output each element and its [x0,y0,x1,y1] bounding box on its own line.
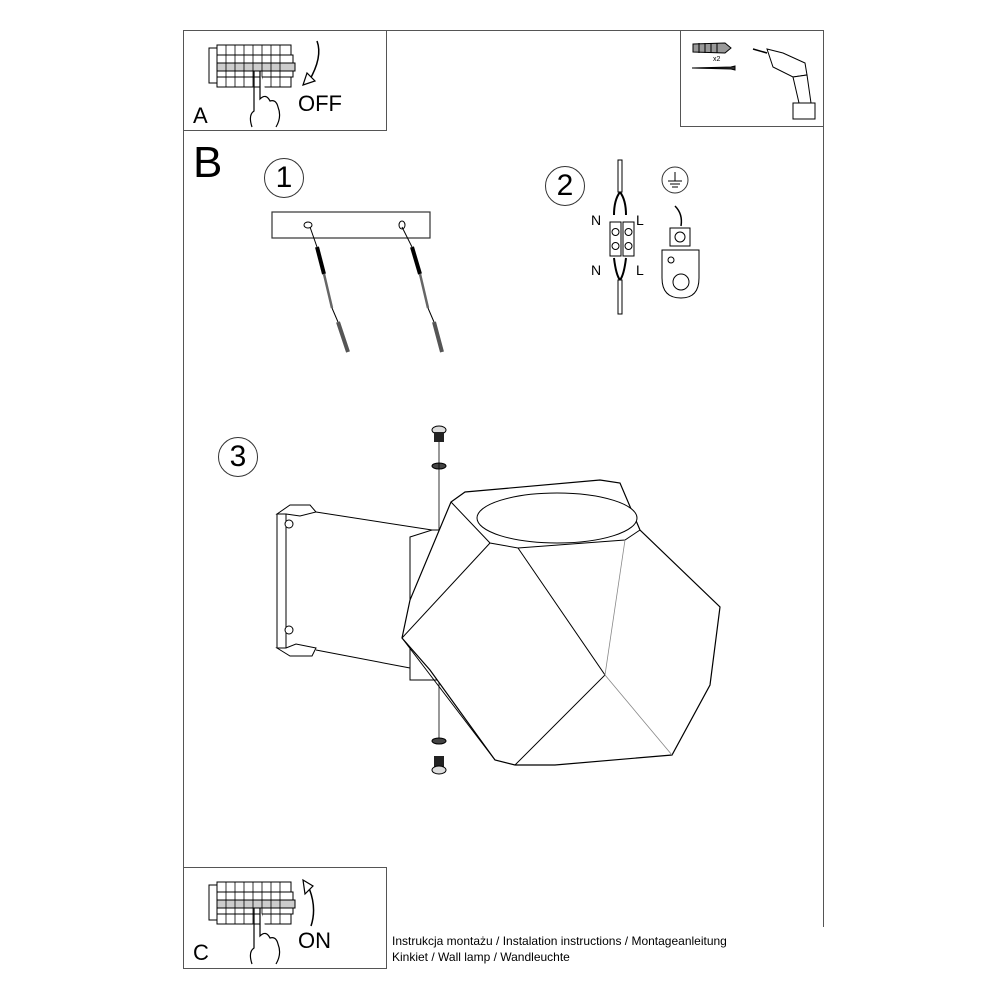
neutral-label-top: N [591,212,602,228]
screw-icon [691,65,736,71]
live-label-top: L [636,212,644,228]
tools-panel: x2 [680,30,824,127]
curved-arrow-down-icon [302,40,320,86]
breaker-panel-icon [208,44,296,88]
footer-instructions-title: Instrukcja montażu / Instalation instruc… [392,934,727,948]
power-on-label: ON [298,928,331,953]
section-b-letter: B [193,138,223,187]
terminal-block-icon [609,159,635,315]
step-3-wall-lamp-assembly-drawing [275,425,721,775]
footer-title-block: Instrukcja montażu / Instalation instruc… [386,927,824,969]
curved-arrow-up-icon [302,878,315,927]
live-label-bottom: L [636,262,644,278]
power-off-label: OFF [298,91,342,116]
anchor-count: x2 [713,56,721,63]
hand-icon [249,908,281,965]
step-1-mounting-plate-drawing [271,211,444,353]
panel-a-power-off: OFF A [183,30,387,131]
panel-c-letter: C [193,940,209,965]
hand-icon [249,71,281,128]
panel-a-letter: A [193,103,208,128]
wall-plug-icon [692,42,732,54]
step-3-marker: 3 [218,437,258,477]
panel-c-power-on: ON C [183,867,387,969]
step-2-marker: 2 [545,166,585,206]
neutral-label-bottom: N [591,262,602,278]
screw-icon [431,737,447,775]
footer-product-name: Kinkiet / Wall lamp / Wandleuchte [392,950,570,964]
step-1-marker: 1 [264,158,304,198]
ground-symbol-icon [661,166,700,299]
screw-icon [309,226,444,353]
drill-icon [752,48,816,120]
